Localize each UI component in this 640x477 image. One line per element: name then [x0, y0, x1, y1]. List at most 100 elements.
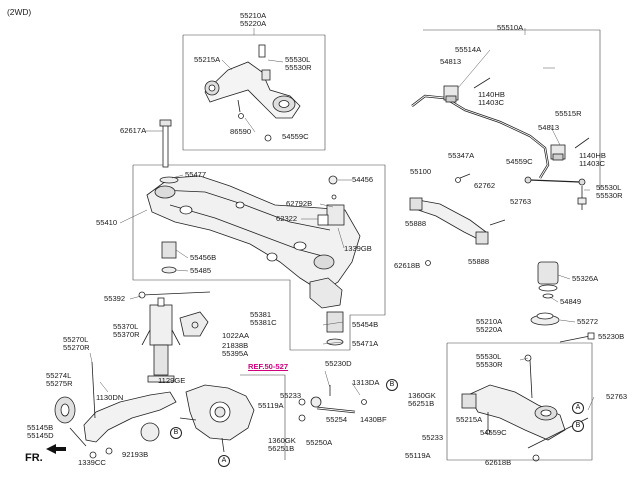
part-label-55530R-lower[interactable]: 55530R	[476, 360, 503, 369]
part-label-62618B-a[interactable]: 62618B	[394, 261, 421, 270]
part-label-55395A[interactable]: 55395A	[222, 349, 249, 358]
part-label-54559C-lower[interactable]: 54559C	[480, 428, 507, 437]
part-label-21838B[interactable]: 21838B	[222, 341, 249, 350]
part-label-55515R[interactable]: 55515R	[555, 109, 582, 118]
part-label-54456[interactable]: 54456	[352, 175, 374, 184]
shock-absorber-drawing	[138, 291, 211, 383]
drive-type-note: (2WD)	[7, 7, 32, 17]
trailing-arm-drawing	[54, 361, 177, 459]
part-label-55145B[interactable]: 55145B	[27, 423, 54, 432]
knuckle-drawing	[179, 384, 255, 453]
part-label-55530R-upper[interactable]: 55530R	[285, 63, 312, 72]
part-label-55370R[interactable]: 55370R	[113, 330, 140, 339]
leader-lines	[89, 28, 595, 411]
part-label-56251B-mid[interactable]: 56251B	[268, 444, 295, 453]
part-label-54559C-upper[interactable]: 54559C	[282, 132, 309, 141]
front-direction-label: FR.	[25, 452, 43, 464]
part-label-55530L-right[interactable]: 55530L	[596, 183, 622, 192]
crossmember-drawing	[146, 119, 361, 346]
part-label-11403C-a[interactable]: 11403C	[478, 98, 505, 107]
part-label-55410[interactable]: 55410	[96, 218, 118, 227]
part-label-62322[interactable]: 62322	[276, 214, 298, 223]
part-label-55347A[interactable]: 55347A	[448, 151, 475, 160]
part-label-55230D[interactable]: 55230D	[325, 359, 352, 368]
part-label-55210A-upper[interactable]: 55210A	[240, 11, 267, 20]
part-label-55381C[interactable]: 55381C	[250, 318, 277, 327]
circle-ref-a-left: A	[218, 455, 230, 467]
part-label-92193B[interactable]: 92193B	[122, 450, 149, 459]
part-label-55230B[interactable]: 55230B	[598, 332, 625, 341]
part-label-55888-a[interactable]: 55888	[405, 219, 427, 228]
part-label-55530L-lower[interactable]: 55530L	[476, 352, 502, 361]
part-label-54559C-right[interactable]: 54559C	[506, 157, 533, 166]
upper-link-drawing	[409, 173, 506, 266]
part-label-55456B[interactable]: 55456B	[190, 253, 217, 262]
part-label-55254[interactable]: 55254	[326, 415, 348, 424]
part-label-1339CC[interactable]: 1339CC	[78, 458, 106, 467]
part-label-55220A-upper[interactable]: 55220A	[240, 19, 267, 28]
part-label-62617A[interactable]: 62617A	[120, 126, 147, 135]
front-arrow-shape	[46, 444, 66, 454]
part-label-56251B-lower[interactable]: 56251B	[408, 399, 435, 408]
part-label-55454B[interactable]: 55454B	[352, 320, 379, 329]
part-label-55530R-right[interactable]: 55530R	[596, 191, 623, 200]
part-label-52763-a[interactable]: 52763	[510, 197, 532, 206]
part-label-55888-b[interactable]: 55888	[468, 257, 490, 266]
spring-seat-drawing	[530, 261, 595, 343]
part-label-1129GE[interactable]: 1129GE	[158, 376, 186, 385]
part-label-86590[interactable]: 86590	[230, 127, 252, 136]
circle-ref-b-mid: B	[386, 379, 398, 391]
stabilizer-group-frame	[423, 29, 601, 190]
part-label-1130DN[interactable]: 1130DN	[96, 393, 124, 402]
part-label-55250A[interactable]: 55250A	[306, 438, 333, 447]
part-label-55274L[interactable]: 55274L	[46, 371, 72, 380]
part-label-55471A[interactable]: 55471A	[352, 339, 379, 348]
part-label-1140HB-b[interactable]: 1140HB	[579, 151, 606, 160]
knuckle-group-frame	[240, 374, 286, 460]
part-label-55119A-mid[interactable]: 55119A	[258, 401, 284, 410]
part-label-55210A-lower[interactable]: 55210A	[476, 317, 503, 326]
part-label-55215A-lower[interactable]: 55215A	[456, 415, 483, 424]
part-label-62792B[interactable]: 62792B	[286, 199, 313, 208]
part-label-55381[interactable]: 55381	[250, 310, 272, 319]
part-label-1360GK-lower[interactable]: 1360GK	[408, 391, 436, 400]
part-label-55514A[interactable]: 55514A	[455, 45, 482, 54]
stabilizer-bar-drawing	[411, 77, 590, 210]
part-label-55233-lower[interactable]: 55233	[422, 433, 444, 442]
part-label-1360GK-mid[interactable]: 1360GK	[268, 436, 296, 445]
part-label-55326A[interactable]: 55326A	[572, 274, 599, 283]
part-label-1022AA[interactable]: 1022AA	[222, 331, 250, 340]
part-label-1313DA[interactable]: 1313DA	[352, 378, 380, 387]
part-label-55530L-upper[interactable]: 55530L	[285, 55, 311, 64]
part-label-55370L[interactable]: 55370L	[113, 322, 139, 331]
part-label-55145D[interactable]: 55145D	[27, 431, 54, 440]
part-label-55392[interactable]: 55392	[104, 294, 126, 303]
part-label-55119A-lower[interactable]: 55119A	[405, 451, 431, 460]
part-label-55220A-lower[interactable]: 55220A	[476, 325, 503, 334]
ref-link-50-527[interactable]: REF.50-527	[248, 362, 289, 371]
part-label-55510A[interactable]: 55510A	[497, 23, 524, 32]
part-label-55215A-upper[interactable]: 55215A	[194, 55, 221, 64]
part-label-1140HB-a[interactable]: 1140HB	[478, 90, 505, 99]
part-label-52763-b[interactable]: 52763	[606, 392, 628, 401]
part-label-1430BF[interactable]: 1430BF	[360, 415, 387, 424]
part-label-54849[interactable]: 54849	[560, 297, 582, 306]
part-label-54813-b[interactable]: 54813	[538, 123, 560, 132]
upper-control-arm-drawing	[204, 44, 301, 142]
part-label-55270L[interactable]: 55270L	[63, 335, 89, 344]
rear-link-drawing	[298, 385, 367, 422]
part-label-62762[interactable]: 62762	[474, 181, 496, 190]
part-label-62618B-lower[interactable]: 62618B	[485, 458, 512, 467]
part-label-54813-a[interactable]: 54813	[440, 57, 462, 66]
part-label-55233-mid[interactable]: 55233	[280, 391, 302, 400]
part-label-55100[interactable]: 55100	[410, 167, 432, 176]
part-label-11403C-b[interactable]: 11403C	[579, 159, 606, 168]
part-label-55270R[interactable]: 55270R	[63, 343, 90, 352]
lower-arm-group-frame	[446, 342, 593, 461]
part-label-55272[interactable]: 55272	[577, 317, 599, 326]
circle-ref-b-right: B	[572, 420, 584, 432]
part-label-55275R[interactable]: 55275R	[46, 379, 73, 388]
part-label-55477[interactable]: 55477	[185, 170, 207, 179]
part-label-1339GB[interactable]: 1339GB	[344, 244, 372, 253]
part-label-55485[interactable]: 55485	[190, 266, 212, 275]
